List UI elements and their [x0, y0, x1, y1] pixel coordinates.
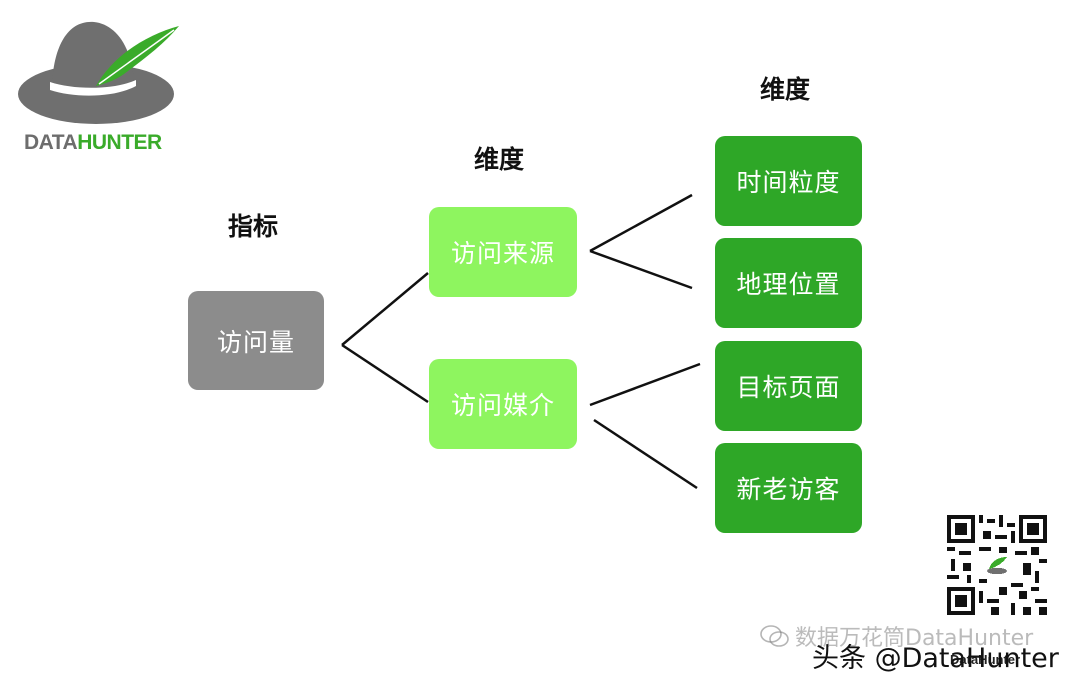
node-new-returning-visitor: 新老访客	[715, 443, 862, 533]
heading-dimension-2: 维度	[760, 75, 811, 104]
node-visit-source: 访问来源	[429, 207, 577, 297]
node-geo-location: 地理位置	[715, 238, 862, 328]
heading-metric: 指标	[228, 212, 279, 241]
node-time-granularity: 时间粒度	[715, 136, 862, 226]
datahunter-hat-logo	[18, 21, 179, 124]
node-visits: 访问量	[188, 291, 324, 390]
qr-code	[947, 515, 1047, 615]
node-visit-medium: 访问媒介	[429, 359, 577, 449]
wechat-icon	[760, 625, 789, 647]
logo-wordmark: DATAHUNTER	[24, 131, 162, 154]
node-target-page: 目标页面	[715, 341, 862, 431]
toutiao-watermark: 头条 @DataHunter	[812, 643, 1059, 674]
qr-caption: DataHunter	[950, 652, 1021, 667]
heading-dimension-1: 维度	[474, 145, 525, 174]
wechat-watermark: 数据万花筒DataHunter	[795, 626, 1034, 651]
